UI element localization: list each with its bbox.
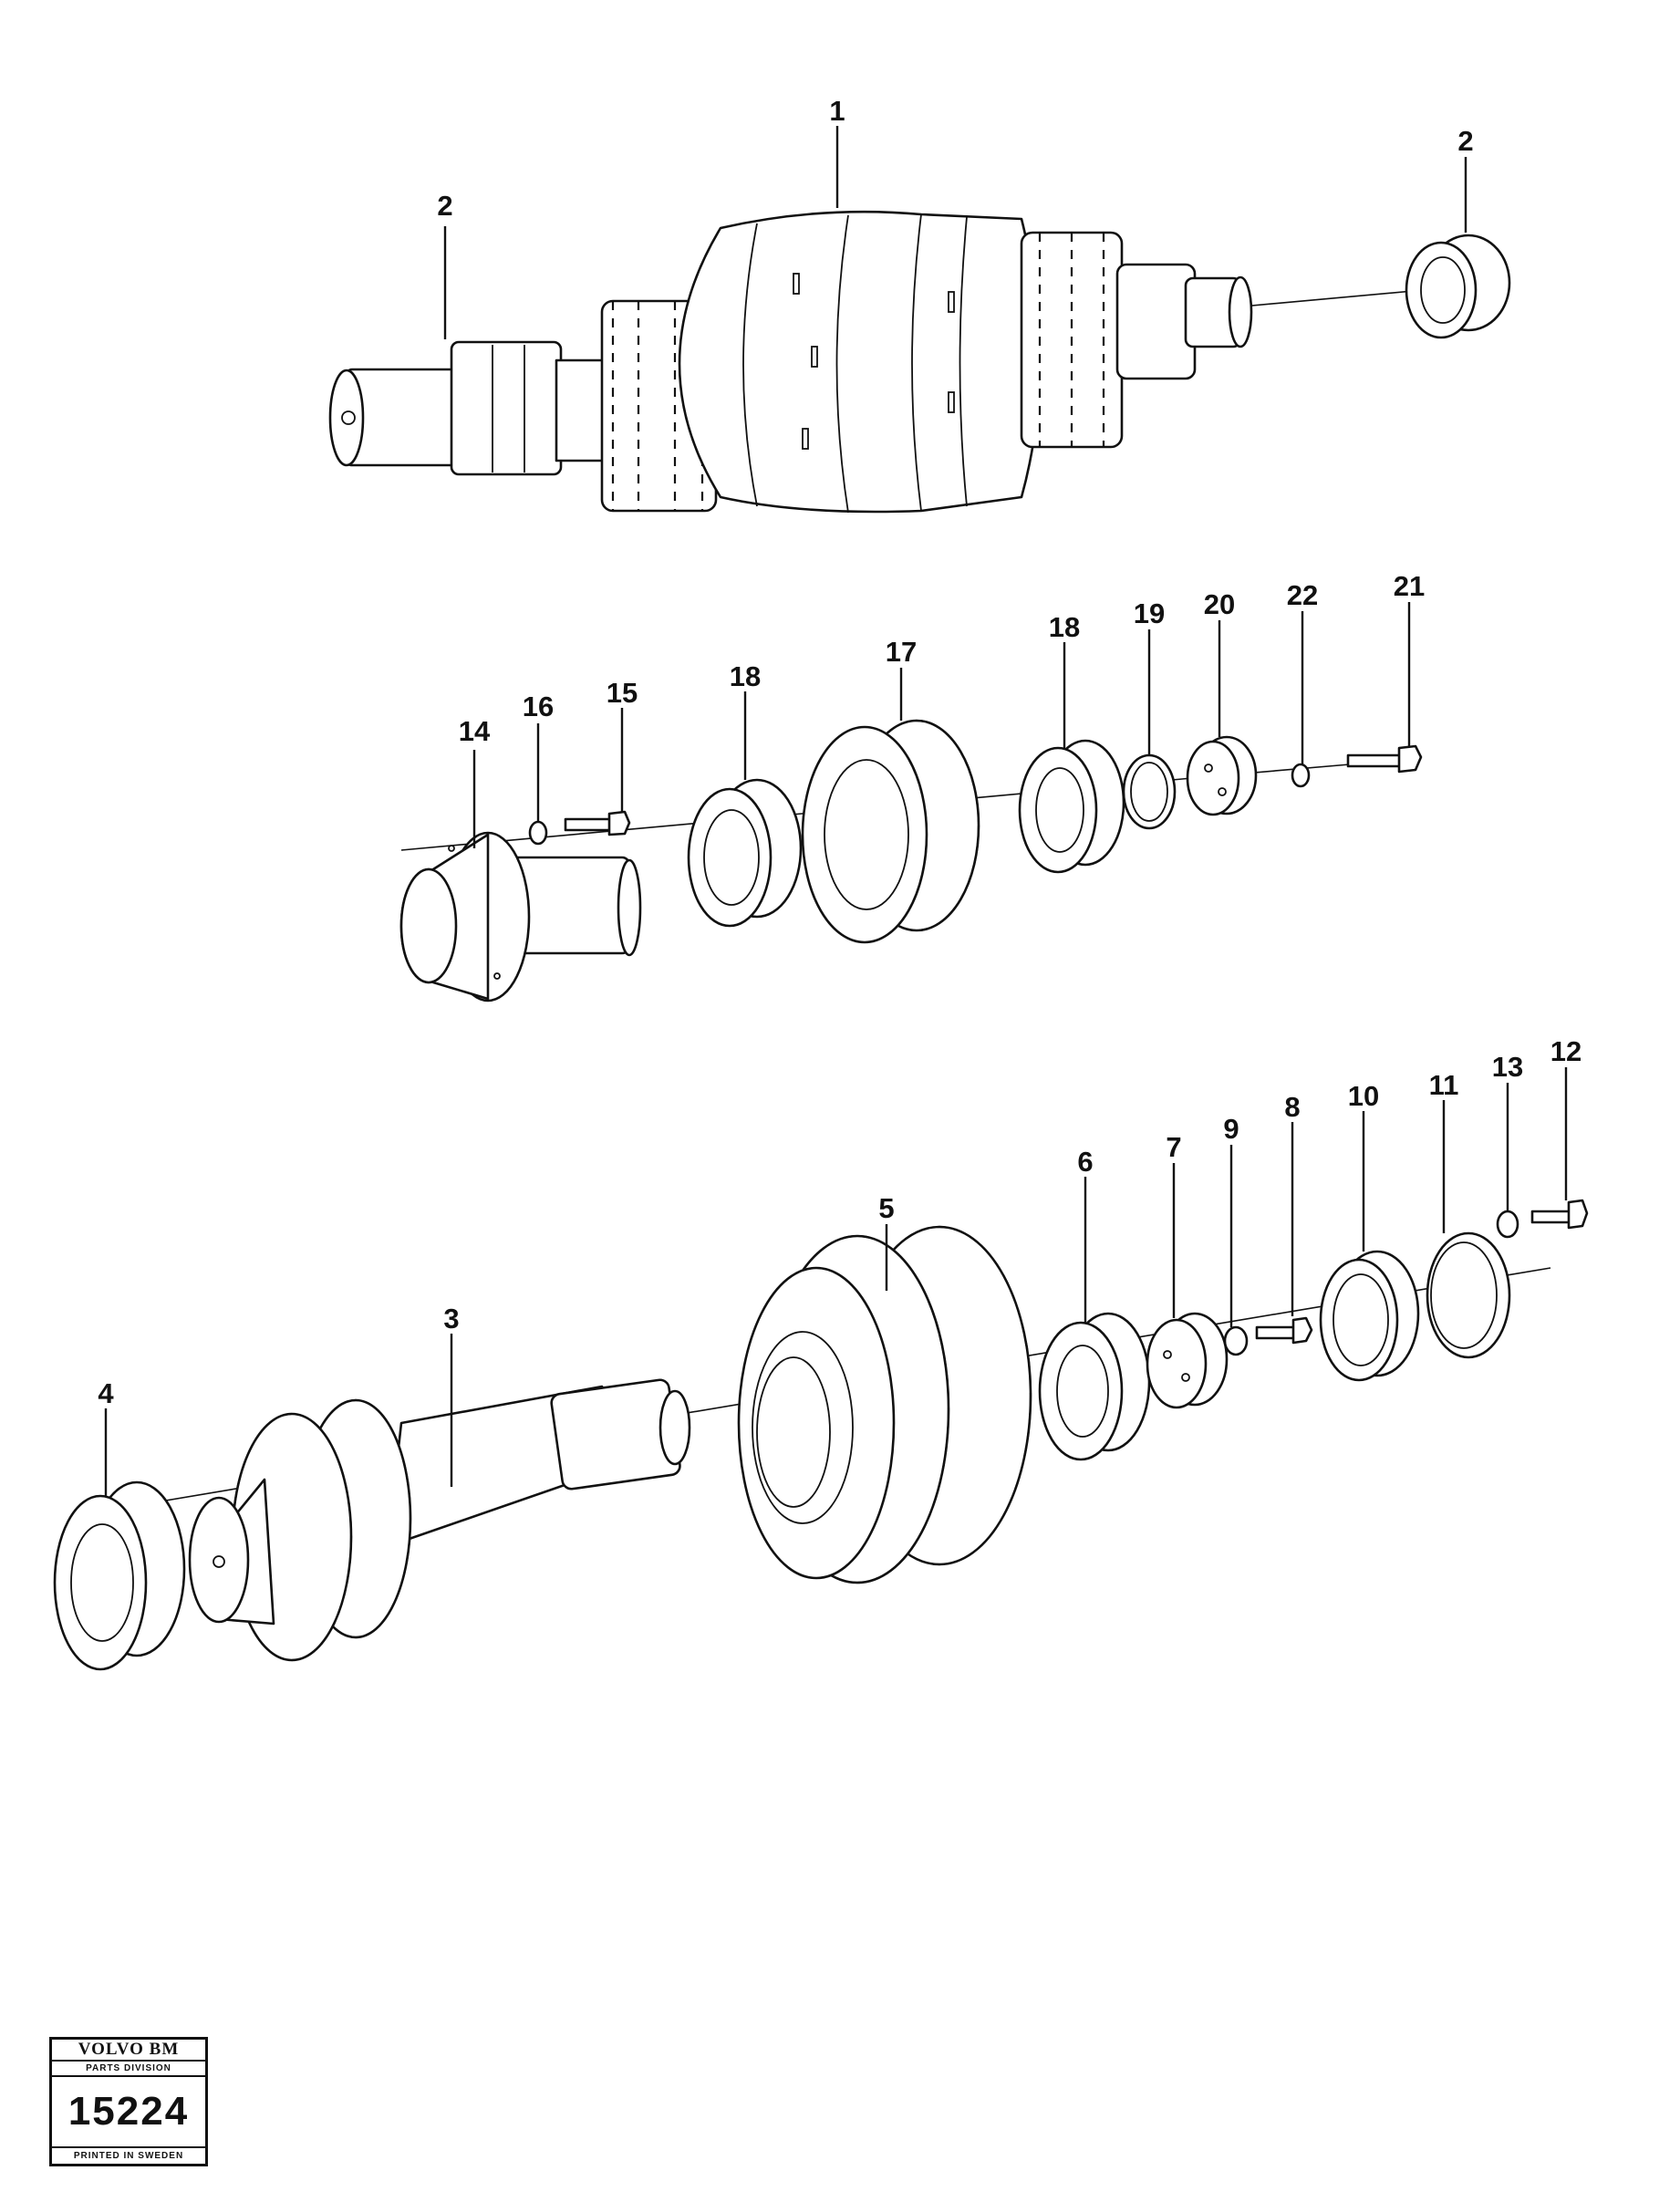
cover-part-14 <box>399 831 642 1002</box>
callout-18-left: 18 <box>730 660 761 692</box>
callout-14: 14 <box>459 715 491 747</box>
shaft-assembly-part-1 <box>328 210 1424 514</box>
callout-11: 11 <box>1429 1069 1459 1101</box>
bearing-part-18-right <box>1018 739 1125 874</box>
stamp-printed: PRINTED IN SWEDEN <box>52 2146 205 2165</box>
bolt-part-8 <box>1255 1316 1313 1345</box>
callout-7: 7 <box>1166 1131 1181 1163</box>
callout-1: 1 <box>829 95 845 127</box>
washer-part-22 <box>1291 763 1311 788</box>
callout-2-right: 2 <box>1457 125 1473 157</box>
volvo-bm-stamp: VOLVO BM PARTS DIVISION 15224 PRINTED IN… <box>49 2037 208 2166</box>
cap-part-7 <box>1146 1312 1229 1409</box>
callout-21: 21 <box>1394 570 1425 602</box>
callout-5: 5 <box>878 1192 894 1224</box>
stamp-brand: VOLVO BM <box>52 2040 205 2062</box>
callout-leaders <box>104 126 1568 1496</box>
callout-labels: 1 2 2 14 16 15 18 17 18 19 20 22 21 3 4 … <box>98 95 1581 1409</box>
callout-17: 17 <box>886 636 917 668</box>
shaft-part-3 <box>188 1378 691 1662</box>
callout-6: 6 <box>1077 1146 1093 1178</box>
callout-4: 4 <box>98 1377 114 1409</box>
washer-part-13 <box>1496 1210 1519 1239</box>
callout-22: 22 <box>1287 579 1318 611</box>
bolt-part-15 <box>564 810 631 836</box>
middle-assembly <box>399 719 1423 1002</box>
callout-13: 13 <box>1492 1051 1523 1083</box>
bolt-part-12 <box>1530 1199 1589 1230</box>
bolt-part-21 <box>1346 744 1423 774</box>
bearing-part-2-right <box>1405 234 1511 339</box>
callout-12: 12 <box>1550 1035 1581 1067</box>
cap-part-20 <box>1186 735 1258 816</box>
gear-part-5 <box>737 1225 1032 1584</box>
callout-16: 16 <box>523 691 554 722</box>
stamp-drawing-number: 15224 <box>67 2089 190 2134</box>
bearing-part-6 <box>1038 1312 1151 1461</box>
washer-part-9 <box>1223 1325 1249 1356</box>
callout-18-right: 18 <box>1049 611 1080 643</box>
bottom-assembly <box>53 1199 1589 1671</box>
gear-part-17 <box>801 719 980 944</box>
callout-8: 8 <box>1284 1091 1300 1123</box>
washer-part-16 <box>528 820 548 846</box>
ring-part-11 <box>1426 1231 1511 1359</box>
stamp-division: PARTS DIVISION <box>52 2062 205 2077</box>
callout-9: 9 <box>1223 1113 1239 1145</box>
callout-3: 3 <box>443 1303 459 1335</box>
bearing-part-18-left <box>687 778 803 928</box>
callout-15: 15 <box>607 677 638 709</box>
callout-2-left: 2 <box>437 190 452 222</box>
callout-19: 19 <box>1134 597 1165 629</box>
bearing-part-4 <box>53 1480 186 1671</box>
callout-20: 20 <box>1204 588 1235 620</box>
ring-part-19 <box>1122 753 1177 830</box>
seal-part-10 <box>1319 1250 1420 1382</box>
callout-10: 10 <box>1348 1080 1379 1112</box>
